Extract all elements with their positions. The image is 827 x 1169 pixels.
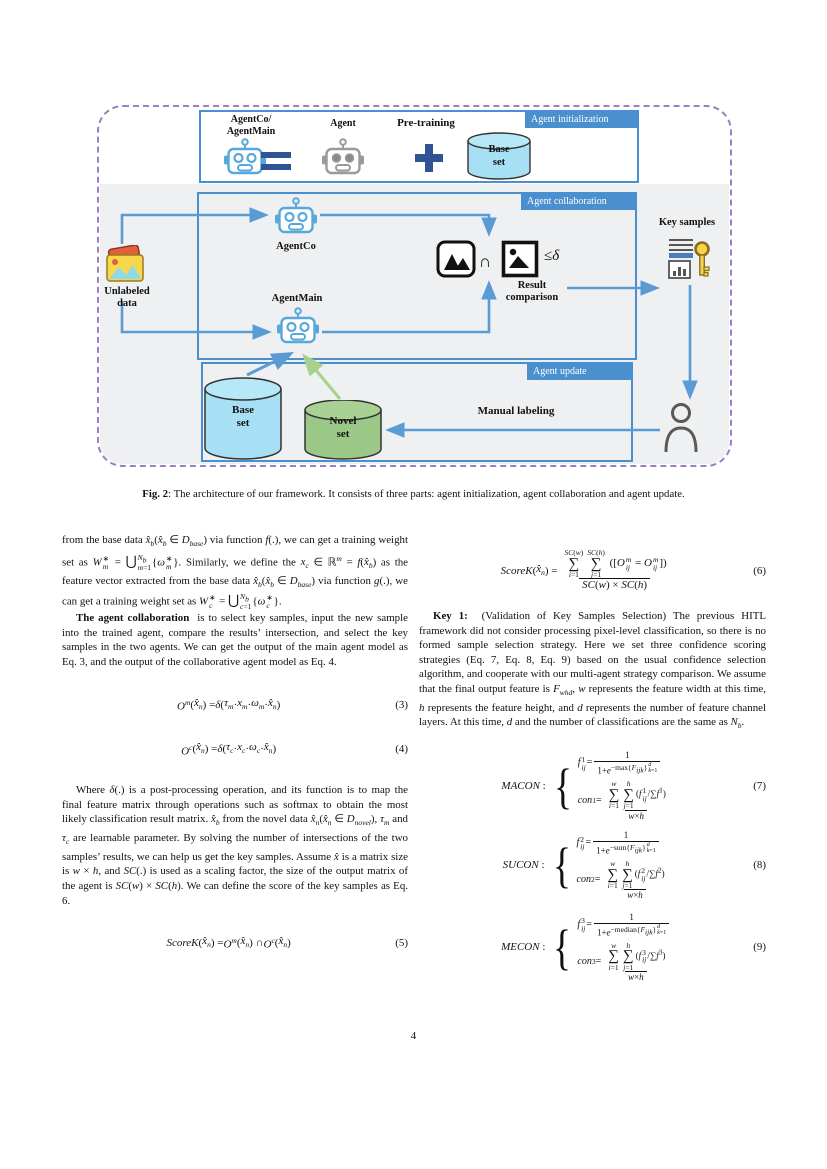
figure-arrows [120,207,698,438]
equation-8-number: (8) [753,859,766,872]
paragraph-key-1: Key 1: (Validation of Key Samples Select… [419,610,766,731]
agent-update-label: Agent update [527,364,631,380]
equation-5-body: ScoreK(x̂n) = Om(x̂n) ∩ Oc(x̂n) [166,935,291,952]
pretraining-title: Pre-training [397,117,455,129]
agentmain-robot-icon [277,307,319,344]
figure-2: Agent initialization AgentCo/ AgentMain … [97,105,732,467]
novel-set-cylinder: Novel set [304,399,382,460]
equation-5-number: (5) [395,937,408,950]
equation-4: Oc(x̂n) = δ(τc · xc · ωc · x̂n) (4) [62,740,408,759]
base-set-cylinder: Base set [204,377,282,461]
agent-collaboration-panel: Agent collaboration [197,192,637,360]
equation-3-number: (3) [395,698,408,711]
result-comparison-title: Result comparison [505,280,559,304]
agent-initialization-label: Agent initialization [525,112,637,128]
agent-update-panel: Agent update [201,362,633,462]
equals-sign [261,146,291,176]
person-icon [664,403,698,453]
equation-7-number: (7) [753,779,766,792]
equation-4-number: (4) [395,743,408,756]
result-image-a-icon [436,240,476,278]
robot-gray-icon [322,138,364,175]
threshold-delta-label: ≤δ [544,248,560,264]
figure-caption: Fig. 2: The architecture of our framewor… [62,488,765,500]
equation-5: ScoreK(x̂n) = Om(x̂n) ∩ Oc(x̂n) (5) [62,934,408,953]
agentco-title: AgentCo [276,241,316,252]
unlabeled-data-icon [106,245,144,282]
paragraph-agent-collaboration: The agent collaboration is to select key… [62,612,408,668]
equation-6-number: (6) [753,564,766,577]
manual-labeling-title: Manual labeling [477,405,555,417]
agentco-robot-icon [275,197,317,234]
agentmain-title: AgentMain [271,293,323,304]
unlabeled-data-title: Unlabeled data [104,286,150,310]
agent-title: Agent [330,118,356,129]
intersection-symbol: ∩ [479,252,492,271]
robot-blue-icon [224,138,266,175]
equation-3: Om(x̂n) = δ(τm · xm · ωm · x̂n) (3) [62,696,408,715]
equation-9-number: (9) [753,941,766,954]
paragraph-continuation: from the base data x̂b(x̂b ∈ Dbase) via … [62,534,409,612]
agent-initialization-panel: Agent initialization AgentCo/ AgentMain … [199,110,639,183]
key-samples-icon [668,239,710,279]
base-set-cylinder-init: Base set [467,132,531,180]
left-column: from the base data x̂b(x̂b ∈ Dbase) via … [62,533,408,953]
figure-caption-text: : The architecture of our framework. It … [168,488,685,500]
plus-sign [415,144,443,172]
agent-collaboration-label: Agent collaboration [521,194,635,210]
paragraph-delta-explanation: Where δ(.) is a post-processing operatio… [62,784,409,907]
figure-caption-prefix: Fig. 2 [142,488,169,500]
page-number: 4 [410,1030,417,1042]
agentco-agentmain-title: AgentCo/ AgentMain [226,114,276,137]
equation-3-body: Om(x̂n) = δ(τm · xm · ωm · x̂n) [176,696,281,713]
key-samples-title: Key samples [658,217,716,228]
equation-4-body: Oc(x̂n) = δ(τc · xc · ωc · x̂n) [181,741,277,758]
result-image-b-icon [501,240,539,278]
